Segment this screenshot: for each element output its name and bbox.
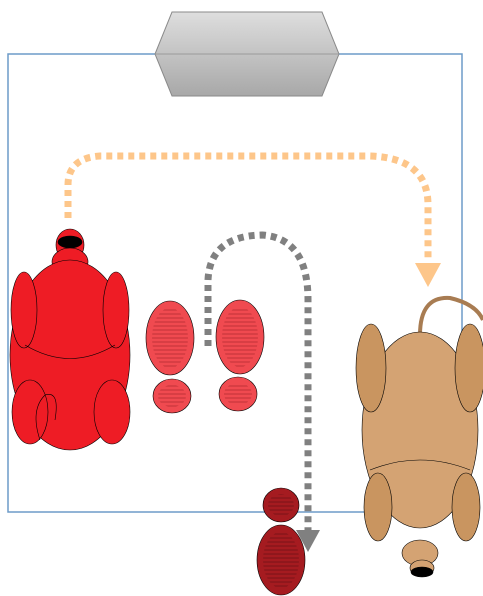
dark-footprints: [257, 488, 305, 595]
footprint-icon: [146, 301, 194, 375]
footprint-icon: [216, 300, 264, 374]
footprint-icon: [257, 525, 305, 595]
footprint-icon: [263, 488, 299, 522]
hexagon-box-icon: [155, 12, 339, 96]
tan-rat-icon: [356, 298, 483, 577]
peach-arrow-icon: [68, 156, 441, 287]
footprint-icon: [219, 377, 257, 411]
footprint-icon: [153, 379, 191, 413]
red-rat-icon: [10, 229, 130, 450]
red-footprints: [146, 300, 264, 413]
